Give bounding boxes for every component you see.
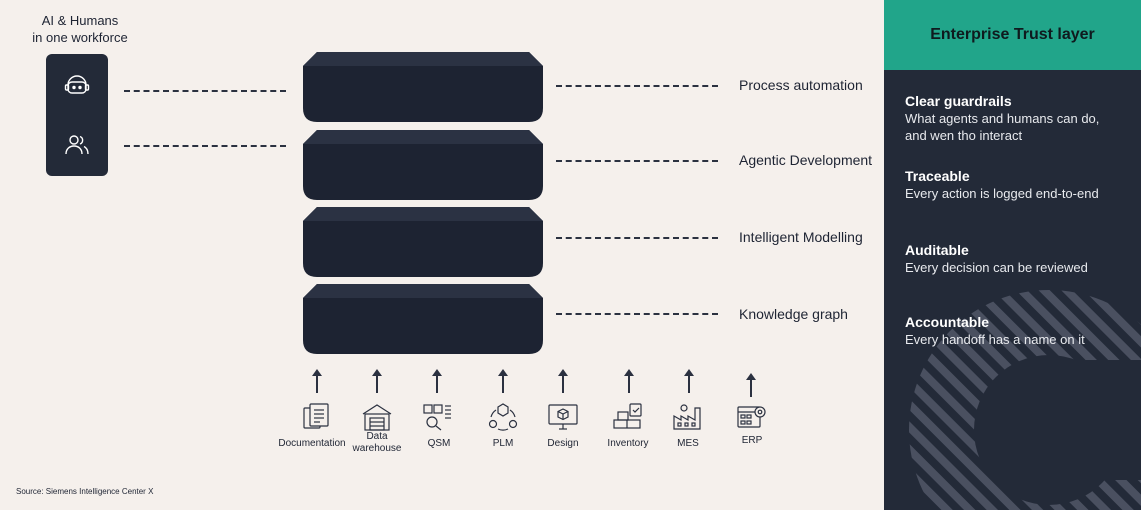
trust-title: Enterprise Trust layer: [930, 26, 1095, 43]
ai-agent-tile: [46, 54, 108, 116]
layer-block-intelligent-modelling: [303, 207, 543, 277]
workforce-title-line1: AI & Humans: [41, 13, 119, 28]
connector-dash: [124, 90, 286, 92]
workforce-title: AI & Humans in one workforce: [20, 12, 140, 46]
qsm-icon: [423, 404, 451, 431]
humans-icon: [65, 135, 89, 155]
source-label-data-warehouse: Data warehouse: [352, 431, 402, 454]
connector-dash: [556, 160, 718, 162]
trust-item-heading: Accountable: [905, 314, 990, 330]
trust-item-desc: What agents and humans can do, and wen t…: [905, 111, 1100, 143]
humans-tile: [46, 114, 108, 176]
connector-dash: [556, 313, 718, 315]
striped-ring-graphic: [884, 0, 1141, 510]
inventory-icon: [613, 403, 642, 429]
layer-label-knowledge-graph: Knowledge graph: [739, 306, 848, 322]
up-arrow: [746, 373, 756, 397]
trust-item-heading: Traceable: [905, 168, 970, 184]
plm-icon: [488, 403, 518, 431]
workforce-title-line2: in one workforce: [32, 30, 128, 45]
source-label-plm: PLM: [492, 438, 514, 449]
layer-block-knowledge-graph: [303, 284, 543, 354]
enterprise-trust-panel: Enterprise Trust layer Clear guardrails …: [884, 0, 1141, 510]
up-arrow: [558, 369, 568, 393]
documentation-icon: [303, 403, 329, 429]
up-arrow: [312, 369, 322, 393]
up-arrow: [498, 369, 508, 393]
source-note: Source: Siemens Intelligence Center X: [16, 487, 154, 496]
layer-block-agentic-development: [303, 130, 543, 200]
trust-item-accountable: Accountable Every handoff has a name on …: [905, 314, 1135, 348]
source-label-qsm: QSM: [427, 438, 451, 449]
layer-block-process-automation: [303, 52, 543, 122]
layer-label-agentic-development: Agentic Development: [739, 152, 873, 168]
source-label-inventory: Inventory: [607, 438, 649, 449]
trust-item-desc: Every action is logged end-to-end: [905, 186, 1099, 201]
erp-icon: [737, 406, 766, 428]
source-label-erp: ERP: [741, 435, 763, 446]
connector-dash: [124, 145, 286, 147]
up-arrow: [372, 369, 382, 393]
source-label-design: Design: [547, 438, 579, 449]
up-arrow: [684, 369, 694, 393]
trust-item-desc: Every decision can be reviewed: [905, 260, 1088, 275]
design-icon: [548, 404, 578, 430]
source-label-documentation: Documentation: [278, 438, 346, 449]
trust-item-auditable: Auditable Every decision can be reviewed: [905, 242, 1135, 276]
source-label-mes: MES: [677, 438, 699, 449]
connector-dash: [556, 237, 718, 239]
trust-item-traceable: Traceable Every action is logged end-to-…: [905, 168, 1135, 202]
trust-item-heading: Auditable: [905, 242, 969, 258]
ai-agent-headset-icon: [64, 75, 90, 94]
architecture-panel: AI & Humans in one workforce: [0, 0, 884, 510]
data-warehouse-icon: [362, 404, 392, 431]
trust-item-desc: Every handoff has a name on it: [905, 332, 1085, 347]
trust-header: Enterprise Trust layer: [884, 0, 1141, 70]
layer-label-process-automation: Process automation: [739, 77, 863, 93]
layer-label-intelligent-modelling: Intelligent Modelling: [739, 229, 863, 245]
trust-item-clear-guardrails: Clear guardrails What agents and humans …: [905, 93, 1135, 144]
trust-item-heading: Clear guardrails: [905, 93, 1012, 109]
connector-dash: [556, 85, 718, 87]
up-arrow: [624, 369, 634, 393]
up-arrow: [432, 369, 442, 393]
mes-icon: [673, 404, 701, 430]
